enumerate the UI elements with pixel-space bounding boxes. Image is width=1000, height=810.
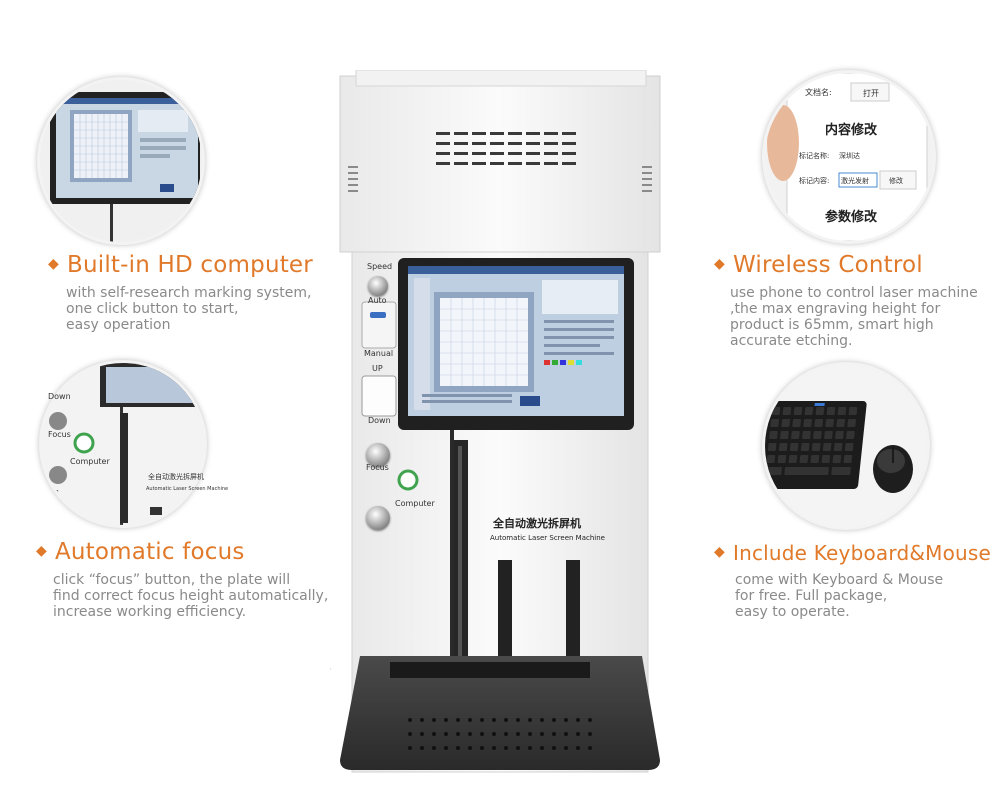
- closeup-label-en: Automatic Laser Screen Machine: [146, 486, 229, 492]
- auto-toggle-switch[interactable]: [362, 306, 394, 350]
- focus-button[interactable]: [366, 443, 390, 467]
- phone-closeup: 文档名: 打开 内容修改 标记名称: 深圳达 标记内容: 激光发射 修改 参数修…: [762, 70, 936, 244]
- phone-file-label: 文档名:: [805, 88, 832, 97]
- feature-desc-auto-focus: click “focus” button, the plate will fin…: [53, 572, 329, 620]
- label-auto: Auto: [368, 296, 387, 305]
- phone-section-title: 内容修改: [825, 123, 878, 138]
- feature-title-auto-focus: ◆Automatic focus: [36, 539, 245, 565]
- bullet-icon: ◆: [36, 543, 47, 559]
- label-speed: Speed: [367, 262, 393, 271]
- phone-mark-name-value: 深圳达: [839, 152, 860, 160]
- closeup-label-computer: Computer: [70, 457, 110, 466]
- machine-title-cn: 全自动激光拆屏机: [493, 517, 581, 530]
- label-down: Down: [368, 416, 391, 425]
- bullet-icon: ◆: [714, 256, 725, 272]
- phone-open-button[interactable]: 打开: [863, 89, 879, 98]
- up-down-toggle-switch[interactable]: [362, 376, 394, 414]
- computer-power-button[interactable]: [400, 471, 418, 489]
- label-computer: Computer: [395, 499, 435, 508]
- feature-desc-keyboard: come with Keyboard & Mouse for free. Ful…: [735, 572, 944, 620]
- phone-mark-content-input[interactable]: 激光发射: [841, 177, 869, 185]
- feature-title-keyboard: ◆Include Keyboard&Mouse: [714, 541, 992, 565]
- closeup-label-cn: 全自动激光拆屏机: [148, 473, 204, 481]
- closeup-label-down: Down: [48, 392, 71, 401]
- label-focus: Focus: [366, 463, 389, 472]
- bullet-icon: ◆: [714, 544, 725, 560]
- feature-title-hd-computer: ◆Built-in HD computer: [48, 252, 313, 278]
- phone-params-title: 参数修改: [825, 210, 878, 225]
- speed-knob[interactable]: [368, 276, 388, 296]
- feature-desc-hd-computer: with self-research marking system, one c…: [66, 285, 312, 333]
- feature-title-wireless: ◆Wireless Control: [714, 252, 923, 278]
- hd-computer-closeup: [37, 77, 205, 245]
- bullet-icon: ◆: [48, 256, 59, 272]
- label-manual: Manual: [364, 349, 394, 358]
- start-button[interactable]: [366, 506, 390, 530]
- svg-text:FC: FC: [46, 489, 59, 500]
- control-panel-closeup: FC: [39, 360, 207, 528]
- label-up: UP: [372, 364, 383, 373]
- phone-modify-button[interactable]: 修改: [889, 177, 903, 185]
- keyboard-mouse-image: [762, 362, 930, 530]
- laser-machine: [330, 70, 661, 773]
- closeup-label-focus: Focus: [48, 430, 71, 439]
- phone-mark-content-label: 标记内容:: [799, 177, 830, 185]
- phone-mark-name-label: 标记名称:: [799, 152, 830, 160]
- machine-title-en: Automatic Laser Screen Machine: [490, 534, 605, 542]
- feature-desc-wireless: use phone to control laser machine ,the …: [730, 285, 978, 349]
